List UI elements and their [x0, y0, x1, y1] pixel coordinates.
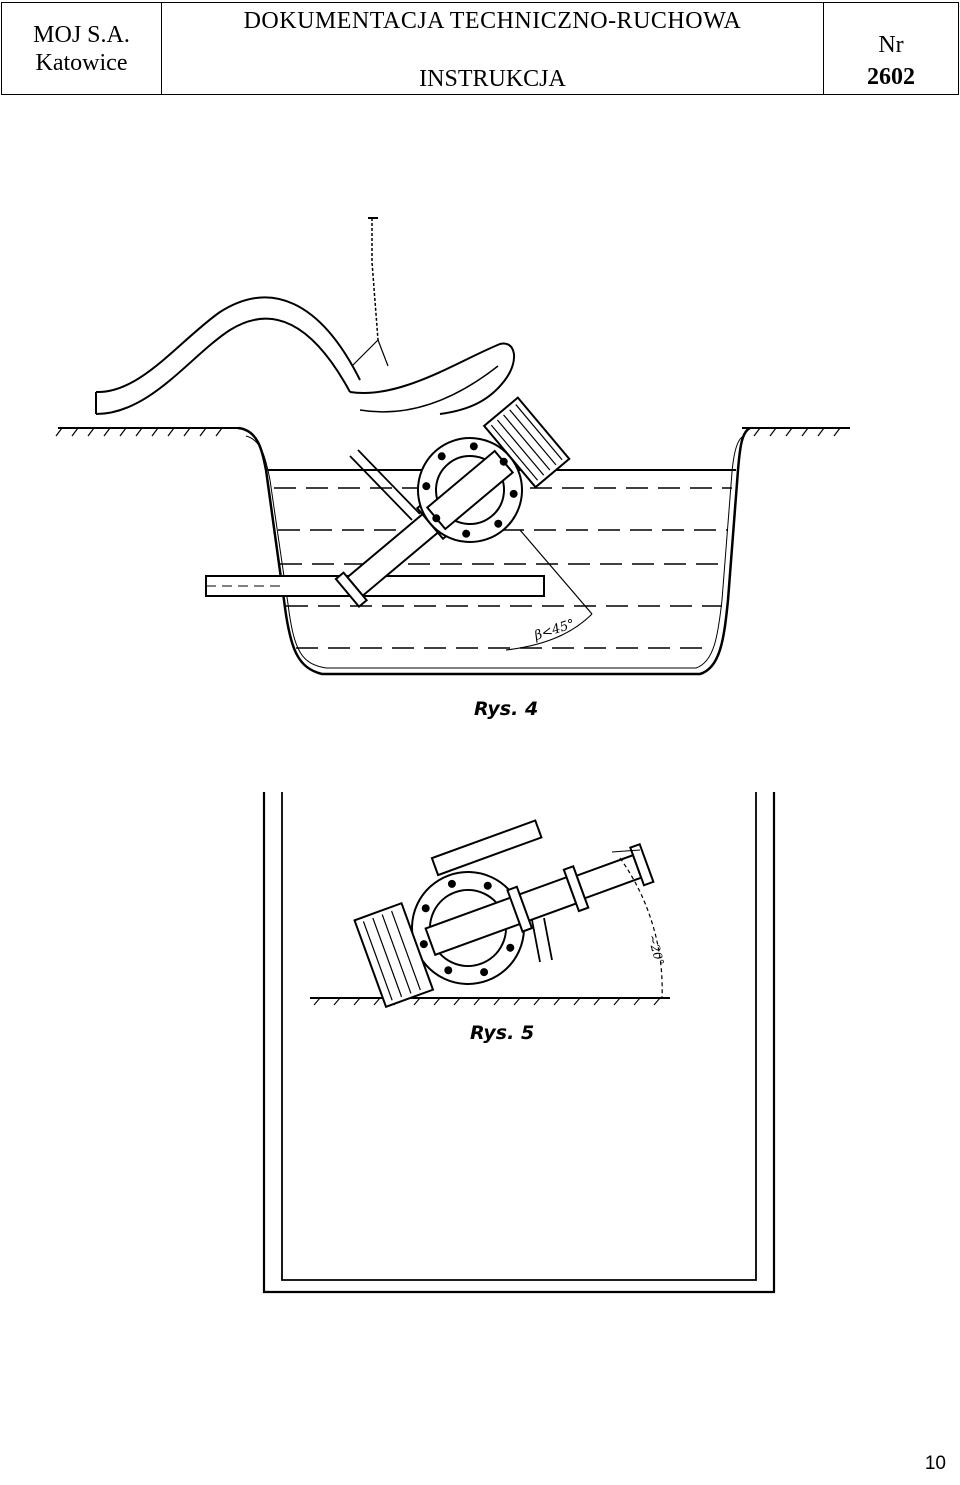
figure-5-caption: Rys. 5 [470, 1022, 535, 1044]
figure-5-drawing: ~20° [262, 792, 776, 1294]
document-number: 2602 [867, 64, 915, 90]
document-title-cell: DOKUMENTACJA TECHNICZNO-RUCHOWA INSTRUKC… [162, 3, 824, 94]
figure-4-caption: Rys. 4 [474, 698, 539, 720]
document-number-cell: Nr 2602 [824, 3, 958, 94]
figure-4-drawing: β<45° [55, 217, 850, 676]
figure-4-angle-label: β<45° [532, 617, 577, 644]
company-cell: MOJ S.A. Katowice [2, 3, 162, 94]
company-name: MOJ S.A. [33, 22, 130, 48]
document-number-label: Nr [878, 32, 904, 58]
page-number: 10 [924, 1453, 946, 1474]
document-title: DOKUMENTACJA TECHNICZNO-RUCHOWA [243, 8, 742, 34]
document-subtitle: INSTRUKCJA [419, 66, 566, 92]
company-city: Katowice [35, 50, 128, 76]
document-header: MOJ S.A. Katowice DOKUMENTACJA TECHNICZN… [1, 2, 959, 95]
figure-5-angle-label: ~20° [645, 933, 667, 967]
